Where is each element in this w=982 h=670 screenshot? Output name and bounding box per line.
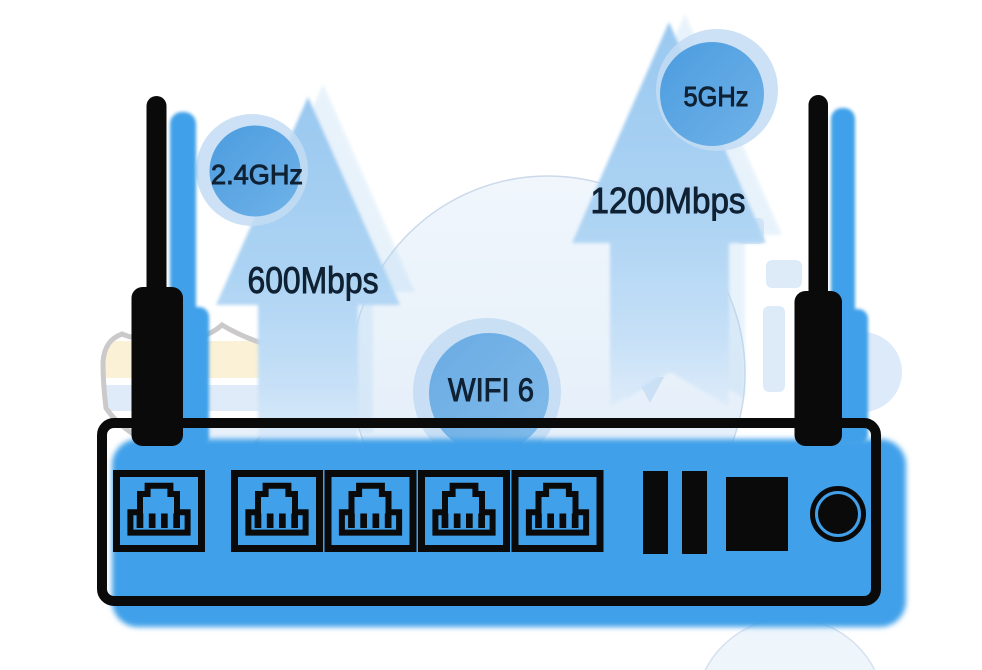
svg-text:600Mbps: 600Mbps <box>248 260 379 301</box>
svg-text:5GHz: 5GHz <box>684 81 749 112</box>
svg-text:1200Mbps: 1200Mbps <box>591 180 746 221</box>
svg-text:2.4GHz: 2.4GHz <box>211 159 303 190</box>
svg-text:WIFI 6: WIFI 6 <box>448 372 534 408</box>
